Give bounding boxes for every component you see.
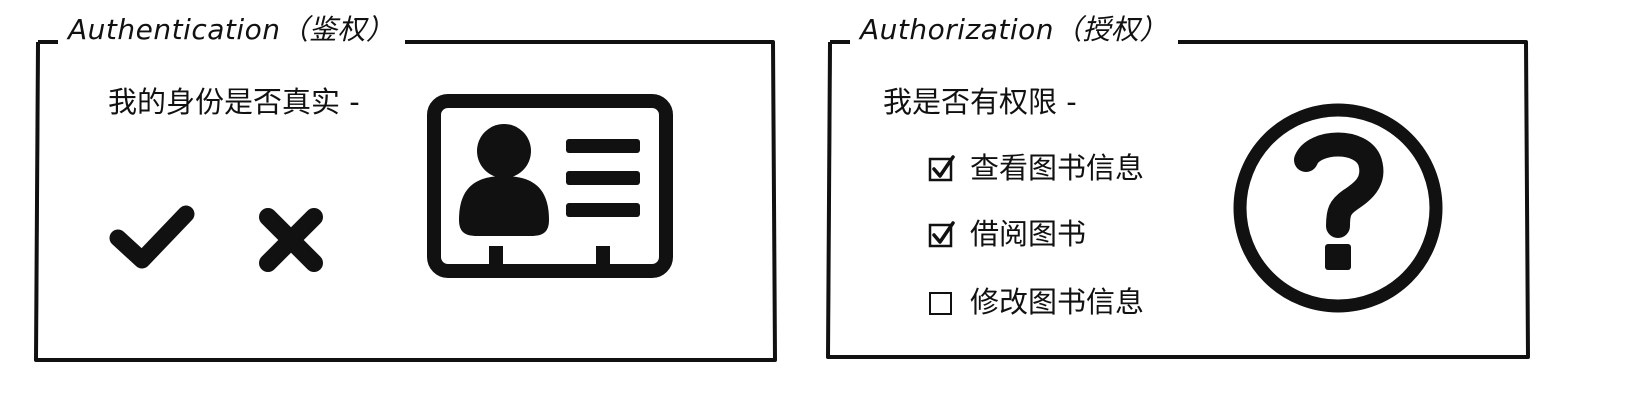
permission-item-edit: 修改图书信息 bbox=[928, 282, 1144, 322]
authentication-panel: Authentication（鉴权） 我的身份是否真实 - bbox=[0, 0, 790, 408]
checkbox-unchecked-icon bbox=[929, 292, 952, 315]
permission-label: 借阅图书 bbox=[970, 217, 1087, 251]
permission-question: 我是否有权限 - bbox=[883, 85, 1077, 119]
checkbox-checked-icon bbox=[928, 221, 955, 248]
authentication-title: Authentication（鉴权） bbox=[58, 10, 405, 50]
permission-label: 查看图书信息 bbox=[970, 151, 1145, 185]
question-circle-icon bbox=[1233, 103, 1443, 313]
id-card-icon bbox=[427, 94, 673, 278]
authorization-title: Authorization（授权） bbox=[850, 10, 1179, 50]
cross-mark-icon bbox=[259, 208, 323, 272]
authorization-frame bbox=[826, 40, 1530, 359]
identity-question: 我的身份是否真实 - bbox=[108, 85, 360, 119]
authentication-frame bbox=[34, 40, 777, 362]
permission-label: 修改图书信息 bbox=[970, 285, 1145, 319]
permission-item-view: 查看图书信息 bbox=[928, 148, 1144, 188]
check-mark-icon bbox=[109, 205, 195, 269]
authorization-panel: Authorization（授权） 我是否有权限 - 查看图书信息 借阅图书 修… bbox=[790, 0, 1642, 408]
permission-item-borrow: 借阅图书 bbox=[928, 214, 1086, 254]
checkbox-checked-icon bbox=[928, 155, 955, 182]
